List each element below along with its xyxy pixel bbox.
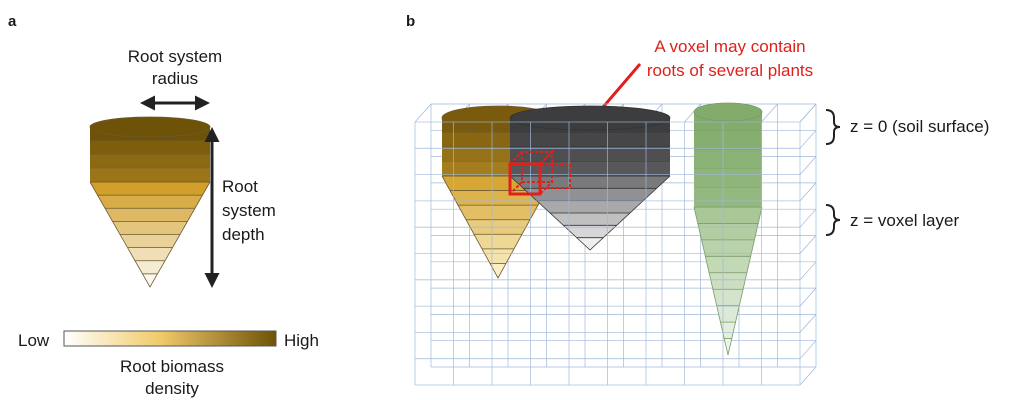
radius-label-line2: radius bbox=[152, 69, 198, 88]
depth-label-line1: Root bbox=[222, 177, 258, 196]
root-cone-brown bbox=[89, 116, 211, 288]
legend-gradient-bar bbox=[63, 330, 277, 347]
zlayer-brace bbox=[825, 204, 841, 236]
z0-label: z = 0 (soil surface) bbox=[850, 117, 989, 136]
legend-high-label: High bbox=[284, 331, 319, 350]
legend-title-line2: density bbox=[145, 379, 199, 398]
panel-a-letter: a bbox=[8, 13, 17, 30]
legend-low-label: Low bbox=[18, 331, 50, 350]
depth-label-line2: system bbox=[222, 201, 276, 220]
soil-grid-front bbox=[414, 121, 801, 386]
panel-b-letter: b bbox=[406, 13, 415, 30]
callout-line1: A voxel may contain bbox=[654, 37, 805, 56]
legend-title-line1: Root biomass bbox=[120, 357, 224, 376]
z0-brace bbox=[825, 109, 841, 145]
shared-voxel-highlight bbox=[507, 149, 571, 196]
radius-label-line1: Root system bbox=[128, 47, 222, 66]
zlayer-label: z = voxel layer bbox=[850, 211, 959, 230]
callout-line2: roots of several plants bbox=[647, 61, 813, 80]
plant-cone-green bbox=[693, 102, 763, 356]
depth-label-line3: depth bbox=[222, 225, 265, 244]
